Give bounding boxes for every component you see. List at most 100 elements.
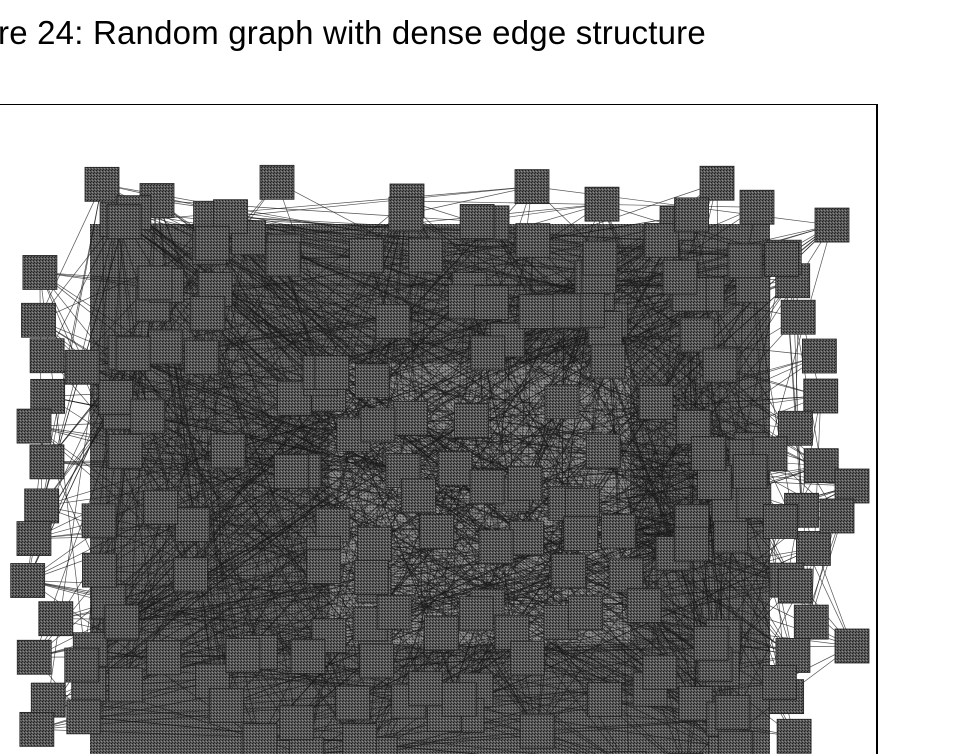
graph-node xyxy=(727,243,763,279)
graph-edge xyxy=(436,310,565,532)
graph-node xyxy=(679,317,715,353)
graph-node xyxy=(587,681,622,717)
graph-node xyxy=(16,408,52,444)
graph-edge xyxy=(511,631,736,749)
graph-edge xyxy=(366,255,488,488)
graph-node xyxy=(354,363,390,399)
graph-edge xyxy=(691,214,752,450)
graph-node xyxy=(388,196,424,232)
graph-node xyxy=(590,344,626,380)
graph-edge xyxy=(34,465,822,658)
graph-node xyxy=(702,347,738,383)
graph-edge xyxy=(124,451,164,658)
graph-node xyxy=(314,355,350,390)
graph-edge xyxy=(228,426,694,452)
graph-canvas xyxy=(0,104,878,754)
graph-node xyxy=(739,189,775,225)
graph-node xyxy=(509,520,544,556)
graph-node xyxy=(19,711,55,747)
graph-node xyxy=(507,465,543,501)
graph-edge xyxy=(491,222,692,545)
graph-edge xyxy=(418,214,692,497)
graph-node xyxy=(834,628,870,664)
graph-edge xyxy=(201,357,227,706)
graph-node xyxy=(401,478,436,514)
graph-edge xyxy=(46,184,103,462)
graph-edge xyxy=(618,280,794,532)
graph-edge xyxy=(230,216,371,625)
graph-node xyxy=(357,526,393,562)
graph-edge xyxy=(230,186,533,218)
graph-edge xyxy=(33,216,231,539)
graph-node xyxy=(22,255,58,290)
graph-node xyxy=(115,336,151,372)
graph-edge xyxy=(475,613,538,732)
graph-node xyxy=(642,654,678,690)
graph-edge xyxy=(487,352,497,547)
graph-edge xyxy=(160,401,563,508)
graph-node xyxy=(763,504,798,539)
graph-edge xyxy=(406,200,730,505)
graph-node xyxy=(761,664,797,700)
graph-edge xyxy=(156,200,366,754)
graph-node xyxy=(375,303,411,339)
graph-edge xyxy=(425,240,533,256)
graph-edge xyxy=(230,216,538,732)
graph-node xyxy=(777,568,813,604)
graph-edge xyxy=(405,186,533,215)
graph-node xyxy=(194,225,230,261)
graph-edge xyxy=(38,184,103,321)
graph-edge xyxy=(214,289,298,723)
graph-edge xyxy=(121,577,372,623)
graph-node xyxy=(38,601,74,637)
graph-node xyxy=(454,403,489,438)
graph-edge xyxy=(303,467,455,472)
graph-node xyxy=(801,338,837,374)
graph-node xyxy=(424,615,459,651)
graph-edge xyxy=(610,319,747,457)
graph-node xyxy=(474,285,509,320)
graph-node xyxy=(16,639,52,675)
graph-node xyxy=(713,518,749,554)
graph-edge xyxy=(211,243,538,732)
graph-edge xyxy=(291,213,407,472)
graph-node xyxy=(795,531,831,566)
graph-edge xyxy=(716,183,723,670)
graph-node xyxy=(353,560,389,595)
graph-node xyxy=(550,553,586,589)
graph-node xyxy=(289,737,325,754)
graph-node xyxy=(764,242,799,277)
graph-node xyxy=(568,595,604,631)
graph-edge xyxy=(597,293,838,517)
graph-node xyxy=(290,638,326,674)
graph-node xyxy=(376,594,412,630)
graph-edge xyxy=(454,355,820,469)
graph-node xyxy=(478,529,514,565)
graph-edge xyxy=(783,257,802,511)
graph-node xyxy=(814,207,850,243)
graph-node xyxy=(64,349,100,385)
graph-node xyxy=(10,563,46,598)
graph-edge xyxy=(33,521,781,539)
graph-node xyxy=(104,604,140,640)
graph-edge xyxy=(786,395,822,581)
graph-node xyxy=(265,241,301,277)
graph-node xyxy=(349,238,385,274)
graph-node xyxy=(518,294,554,329)
graph-node xyxy=(259,164,295,200)
graph-edge xyxy=(374,214,407,545)
graph-edge xyxy=(41,280,793,507)
graph-edge xyxy=(121,471,292,623)
graph-edge xyxy=(444,548,814,716)
graph-edge xyxy=(603,280,793,452)
graph-node xyxy=(107,434,143,469)
graph-edge xyxy=(512,493,586,614)
graph-edge xyxy=(121,222,493,623)
graph-node xyxy=(106,204,142,240)
graph-edge xyxy=(124,186,533,223)
graph-edge xyxy=(225,200,408,706)
graph-node xyxy=(66,699,102,735)
graph-node xyxy=(469,469,505,505)
graph-node xyxy=(279,705,315,741)
graph-node xyxy=(732,453,768,489)
